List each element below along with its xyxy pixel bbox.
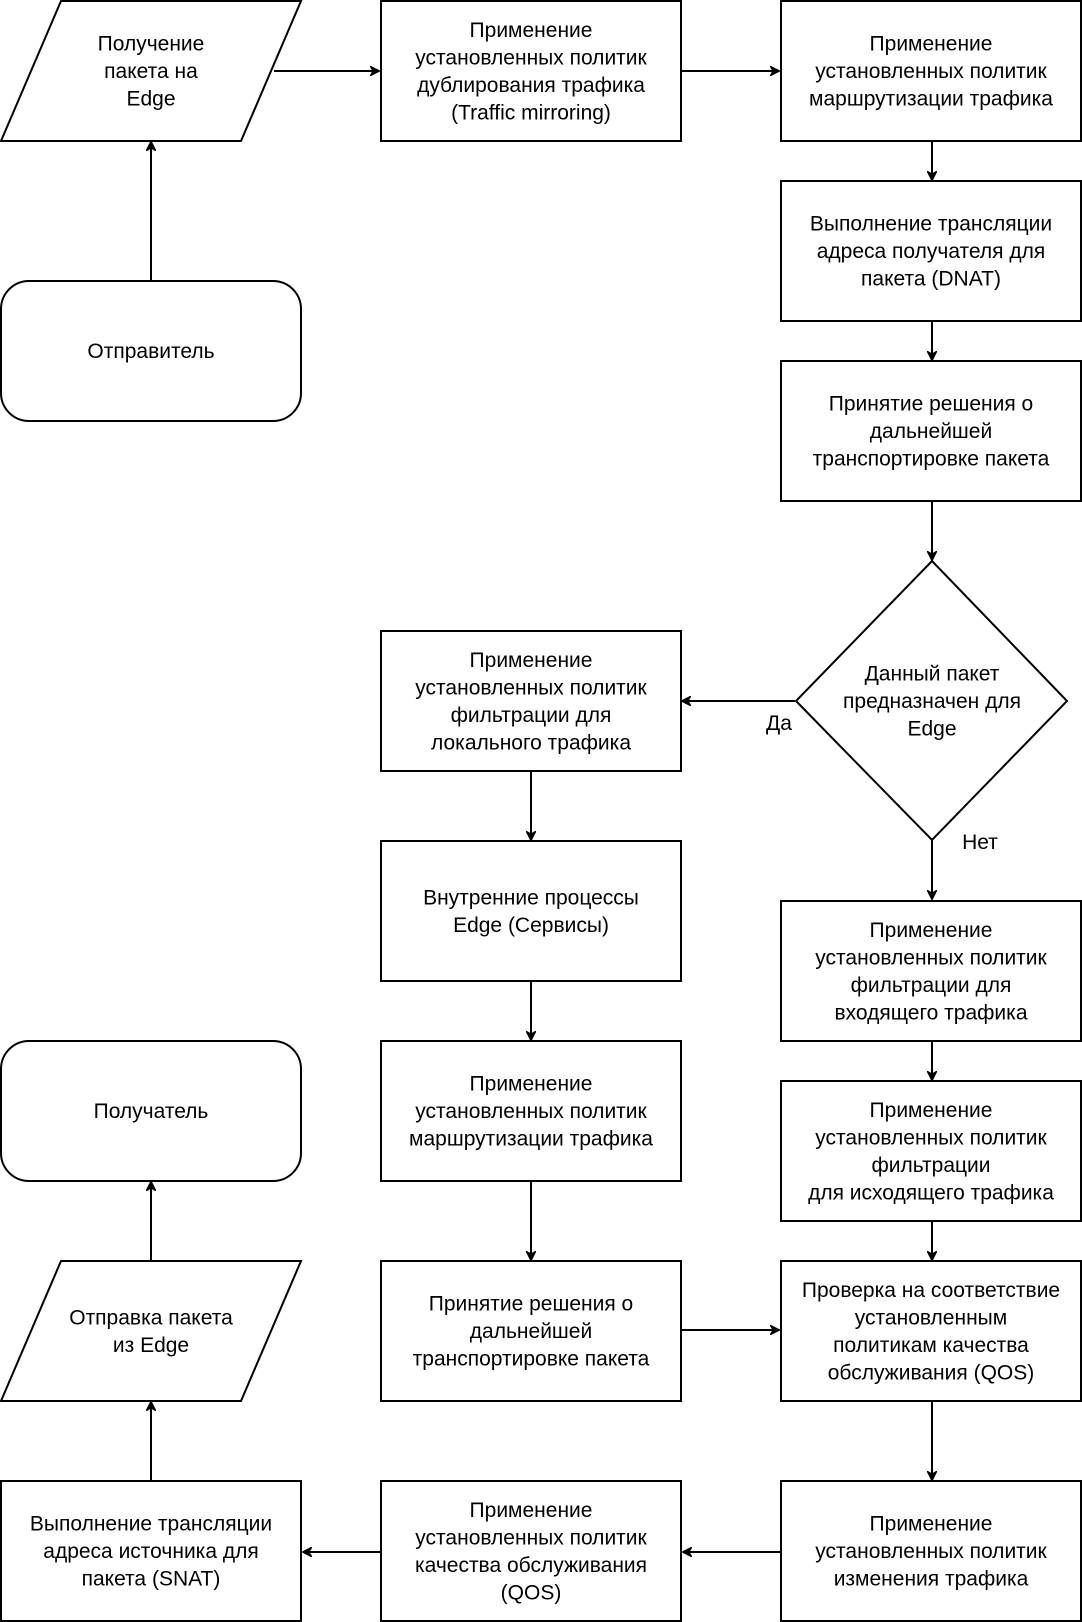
node-send-packet-text: Отправка пакета из Edge [69,1306,233,1357]
node-text-line: фильтрации для [451,704,612,727]
node-text-line: пакета (SNAT) [82,1568,221,1591]
node-routing-in-text: Применение установленных политик маршрутиз… [809,33,1053,111]
node-snat-text: Выполнение трансляции адреса источника дл… [30,1513,272,1591]
node-text-line: установленных политик [415,676,647,699]
node-decision-transport-1-text: Принятие решения о дальнейшей транспортиро… [813,393,1050,471]
node-dnat-text: Выполнение трансляции адреса получателя д… [810,213,1052,291]
node-text-line: (QOS) [501,1581,562,1604]
node-text-line: установленных политик [815,60,1047,83]
node-text-line: установленных политик [815,946,1047,969]
node-text-line: дальнейшей [470,1320,592,1343]
node-text-line: Edge [126,88,175,111]
node-receiver-text: Получатель [94,1100,209,1123]
node-text-line: Edge (Сервисы) [453,914,609,937]
node-text-line: установленных политик [815,1126,1047,1149]
node-traffic-modify-text: Применение установленных политик изменения… [815,1513,1047,1591]
node-text-line: Применение [470,19,593,42]
node-text-line: адреса получателя для [817,240,1046,263]
node-text-line: локального трафика [431,731,631,754]
node-receive-packet-text: Получение пакета на Edge [98,33,205,111]
node-text-line: установленных политик [415,46,647,69]
node-receiver: Получатель [0,1040,302,1182]
node-mirroring-text: Применение установленных политик дублирова… [415,19,647,125]
node-decision-transport-2-text: Принятие решения о дальнейшей транспортиро… [413,1293,650,1371]
edge-label-no: Нет [962,831,998,854]
node-text-line: Выполнение трансляции [810,213,1052,236]
node-text-line: Применение [870,1099,993,1122]
node-mirroring: Применение установленных политик дублирова… [380,0,682,142]
node-dnat: Выполнение трансляции адреса получателя д… [780,180,1082,322]
node-receive-packet: Получение пакета на Edge [0,0,303,142]
node-routing-out-text: Применение установленных политик маршрутиз… [409,1073,653,1151]
node-qos-apply-text: Применение установленных политик качества … [415,1499,648,1605]
node-filter-incoming-text: Применение установленных политик фильтраци… [815,919,1047,1025]
node-qos-check: Проверка на соответствие установленным пол… [780,1260,1082,1402]
node-snat: Выполнение трансляции адреса источника дл… [0,1480,302,1622]
node-filter-local: Применение установленных политик фильтраци… [380,630,682,772]
node-text-line: Получение [98,33,205,56]
node-text-line: входящего трафика [834,1001,1027,1024]
node-text-line: фильтрации для [851,974,1012,997]
node-sender-text: Отправитель [87,340,214,363]
edge-label-yes: Да [766,712,792,735]
node-qos-apply: Применение установленных политик качества … [380,1480,682,1622]
node-text-line: Отправитель [87,340,214,363]
node-text-line: транспортировке пакета [413,1348,650,1371]
node-text-line: Принятие решения о [829,393,1033,416]
node-text-line: Данный пакет [865,663,1000,686]
node-traffic-modify: Применение установленных политик изменения… [780,1480,1082,1622]
node-text-line: дублирования трафика [417,74,645,97]
node-text-line: дальнейшей [870,420,992,443]
node-qos-check-text: Проверка на соответствие установленным пол… [802,1279,1060,1385]
node-text-line: Выполнение трансляции [30,1513,272,1536]
node-filter-local-text: Применение установленных политик фильтраци… [415,649,647,755]
node-text-line: Получатель [94,1100,209,1123]
node-text-line: Применение [470,1499,593,1522]
node-routing-out: Применение установленных политик маршрутиз… [380,1040,682,1182]
node-text-line: качества обслуживания [415,1554,647,1577]
node-send-packet: Отправка пакета из Edge [0,1260,303,1402]
node-text-line: Проверка на соответствие [802,1279,1060,1302]
node-filter-outgoing: Применение установленных политик фильтраци… [780,1080,1082,1222]
node-text-line: Применение [870,919,993,942]
node-sender: Отправитель [0,280,302,422]
node-text-line: предназначен для [843,690,1021,713]
node-text-line: Принятие решения о [429,1293,633,1316]
node-routing-in: Применение установленных политик маршрутиз… [780,0,1082,142]
node-text-line: (Traffic mirroring) [451,101,611,124]
node-text-line: установленных политик [815,1540,1047,1563]
node-text-line: маршрутизации трафика [809,88,1053,111]
node-decision-transport-1: Принятие решения о дальнейшей транспортиро… [780,360,1082,502]
node-text-line: Применение [870,1513,993,1536]
node-text-line: Применение [870,33,993,56]
node-text-line: Отправка пакета [69,1306,233,1329]
node-text-line: установленных политик [415,1100,647,1123]
node-text-line: установленным [855,1306,1007,1329]
node-text-line: Edge [907,718,956,741]
node-text-line: пакета на [104,60,198,83]
node-text-line: Применение [470,649,593,672]
node-text-line: из Edge [113,1334,189,1357]
node-text-line: маршрутизации трафика [409,1128,653,1151]
node-decision-transport-2: Принятие решения о дальнейшей транспортиро… [380,1260,682,1402]
node-text-line: Внутренние процессы [423,886,639,909]
node-text-line: транспортировке пакета [813,448,1050,471]
node-text-line: обслуживания (QOS) [828,1361,1035,1384]
node-text-line: изменения трафика [834,1568,1029,1591]
node-text-line: для исходящего трафика [808,1181,1054,1204]
node-text-line: установленных политик [415,1526,647,1549]
node-filter-outgoing-text: Применение установленных политик фильтраци… [808,1099,1054,1205]
node-text-line: фильтрации [871,1154,990,1177]
node-text-line: пакета (DNAT) [861,268,1001,291]
node-text-line: Применение [470,1073,593,1096]
connectors [151,71,932,1552]
node-text-line: политикам качества [833,1334,1029,1357]
node-text-line: адреса источника для [43,1540,258,1563]
node-filter-incoming: Применение установленных политик фильтраци… [780,900,1082,1042]
